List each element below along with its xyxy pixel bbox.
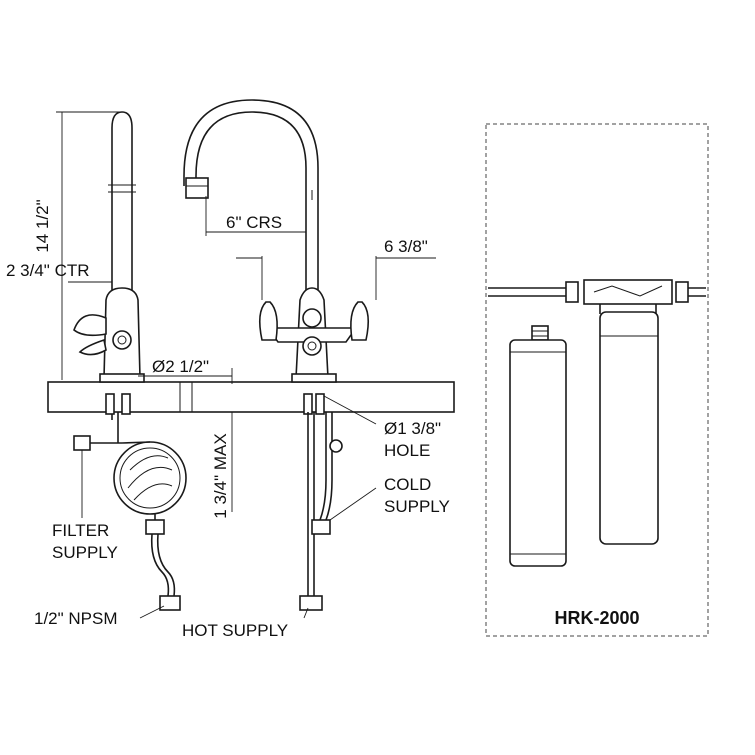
center-label: 2 3/4" CTR xyxy=(6,261,90,280)
filter-kit-model: HRK-2000 xyxy=(554,608,639,628)
spread-label: 6" CRS xyxy=(226,213,282,232)
hole-label-line1: Ø1 3/8" xyxy=(384,419,441,438)
npsm-label: 1/2" NPSM xyxy=(34,609,118,628)
filter-kit-border xyxy=(485,123,709,637)
filter-cartridge xyxy=(509,339,567,567)
hole-label-line2: HOLE xyxy=(384,441,430,460)
filter-supply-label-line2: SUPPLY xyxy=(52,543,118,562)
dimension-lines xyxy=(56,111,436,619)
filter-supply-label-line1: FILTER xyxy=(52,521,109,540)
cold-supply-label-line1: COLD xyxy=(384,475,431,494)
cold-supply-label-line2: SUPPLY xyxy=(384,497,450,516)
max-deck-label: 1 3/4" MAX xyxy=(211,433,230,518)
filter-kit-panel: HRK-2000 xyxy=(485,123,709,637)
countertop xyxy=(47,381,455,413)
filter-housing xyxy=(599,311,659,545)
front-view-faucet xyxy=(183,99,370,611)
side-view-faucet xyxy=(73,111,145,440)
hot-supply-label: HOT SUPPLY xyxy=(182,621,288,640)
base-diameter-label: Ø2 1/2" xyxy=(152,357,209,376)
dimension-labels: 14 1/2" 2 3/4" CTR 6" CRS 6 3/8" Ø2 1/2"… xyxy=(6,199,441,518)
height-label: 14 1/2" xyxy=(33,199,52,252)
reach-label: 6 3/8" xyxy=(384,237,428,256)
connection-labels: COLD SUPPLY FILTER SUPPLY 1/2" NPSM HOT … xyxy=(34,475,450,640)
